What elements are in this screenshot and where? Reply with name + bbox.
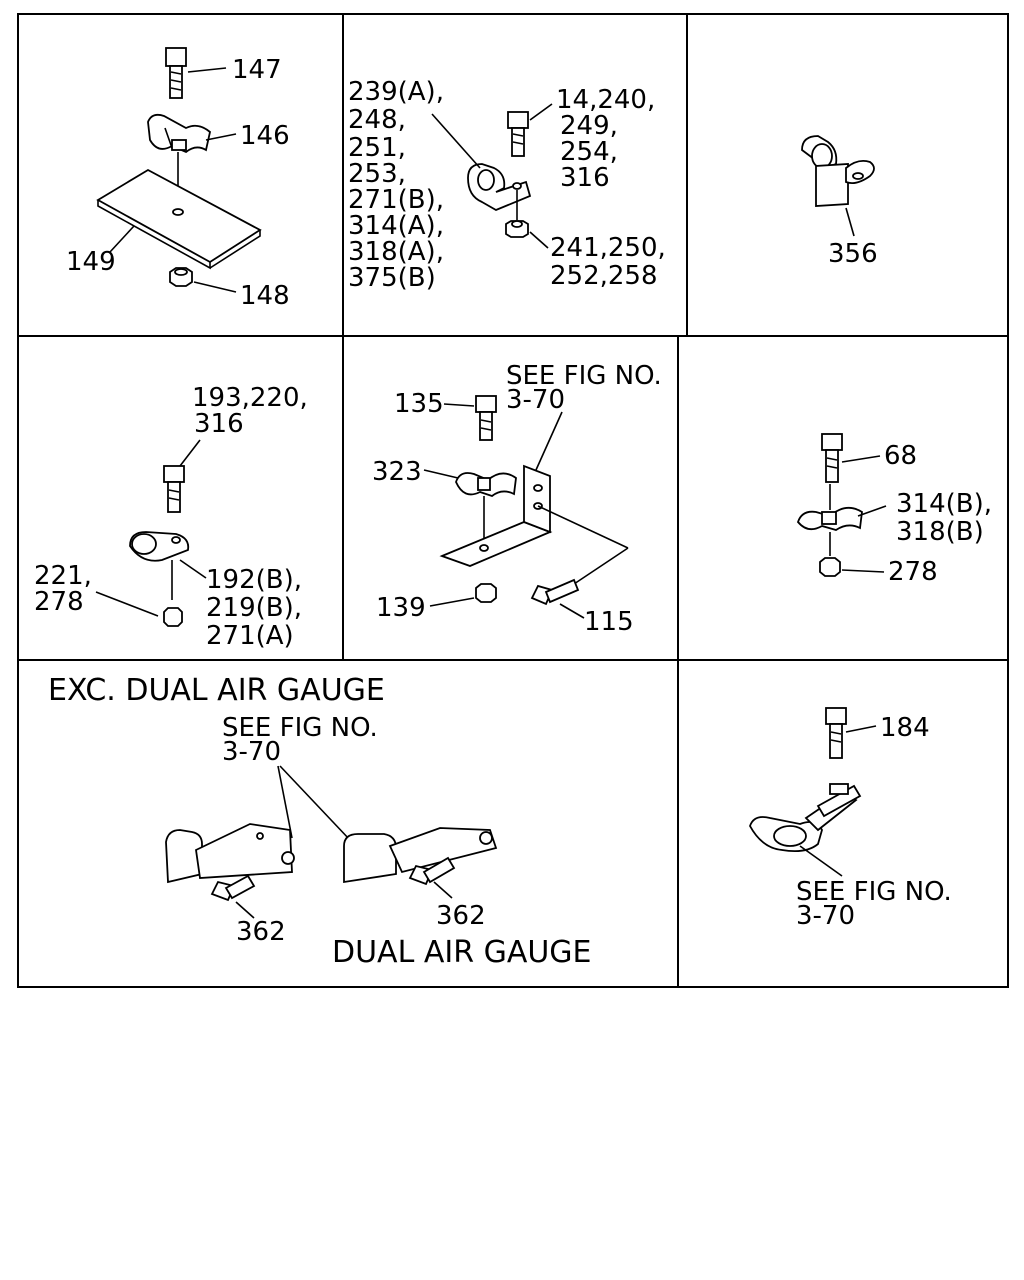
bolt-ref-4: 316 bbox=[560, 163, 610, 193]
panel-subtitle: DUAL AIR GAUGE bbox=[332, 935, 592, 970]
label-147: 147 bbox=[232, 55, 282, 85]
label-362-right: 362 bbox=[436, 901, 486, 931]
label-149: 149 bbox=[66, 247, 116, 277]
nut-ref-2: 252,258 bbox=[550, 261, 658, 291]
bolt-147-drawing bbox=[165, 47, 187, 99]
nut-278-drawing bbox=[819, 557, 841, 577]
panel-5: SEE FIG NO. 3-70 135 323 bbox=[372, 361, 662, 637]
clamp-ref-3: 271(A) bbox=[206, 621, 294, 651]
clamp-ref-2: 318(B) bbox=[896, 517, 984, 547]
see-fig-line-2: 3-70 bbox=[506, 385, 565, 415]
nut-139-drawing bbox=[475, 583, 497, 603]
label-146: 146 bbox=[240, 121, 290, 151]
label-362-left: 362 bbox=[236, 917, 286, 947]
nut-ref-2: 278 bbox=[34, 587, 84, 617]
bolt-ref-2: 316 bbox=[194, 409, 244, 439]
clamp-ref-6: 314(A), bbox=[348, 211, 444, 241]
clamp-323-drawing bbox=[455, 472, 517, 498]
bracket-left-drawing bbox=[165, 823, 295, 884]
label-323: 323 bbox=[372, 457, 422, 487]
nut-ref-1: 221, bbox=[34, 561, 92, 591]
label-139: 139 bbox=[376, 593, 426, 623]
clamp-refs-list: 239(A), 248, 251, 253, 271(B), 314(A), 3… bbox=[348, 77, 444, 293]
panel-title: EXC. DUAL AIR GAUGE bbox=[48, 673, 385, 708]
label-148: 148 bbox=[240, 281, 290, 311]
clamp-ref-4: 253, bbox=[348, 159, 406, 189]
clamp-ref-3: 251, bbox=[348, 133, 406, 163]
bolt-left-drawing bbox=[210, 874, 256, 902]
plate-149-drawing bbox=[96, 168, 262, 270]
bolt-184-drawing bbox=[825, 707, 847, 759]
nut-refs-list: 241,250, 252,258 bbox=[550, 233, 666, 291]
bolt-ref-3: 254, bbox=[560, 137, 618, 167]
clamp-146-drawing bbox=[147, 113, 211, 154]
panel-2: 239(A), 248, 251, 253, 271(B), 314(A), 3… bbox=[348, 77, 666, 293]
panel-8: 184 SEE FIG NO. 3-70 bbox=[749, 707, 952, 931]
label-115: 115 bbox=[584, 607, 634, 637]
nut-drawing bbox=[163, 607, 183, 627]
bolt-115-drawing bbox=[530, 578, 580, 606]
clamp-ref-1: 239(A), bbox=[348, 77, 444, 107]
panel-6: 68 314(B), 318(B) 278 bbox=[796, 433, 992, 587]
bolt-refs-list: 14,240, 249, 254, 316 bbox=[556, 85, 655, 193]
panel-7: EXC. DUAL AIR GAUGE SEE FIG NO. 3-70 362… bbox=[48, 673, 592, 970]
clamp-ref-7: 318(A), bbox=[348, 237, 444, 267]
label-356: 356 bbox=[828, 239, 878, 269]
clamp-drawing bbox=[467, 163, 532, 211]
bolt-ref-2: 249, bbox=[560, 111, 618, 141]
clamp-ref-1: 192(B), bbox=[206, 565, 302, 595]
label-278: 278 bbox=[888, 557, 938, 587]
see-fig-line-2: 3-70 bbox=[222, 737, 281, 767]
bolt-right-drawing bbox=[408, 856, 456, 886]
clamp-ref-2: 248, bbox=[348, 105, 406, 135]
nut-ref-1: 241,250, bbox=[550, 233, 666, 263]
clamp-drawing bbox=[129, 531, 190, 562]
bolt-drawing bbox=[507, 111, 529, 157]
panel-1: 147 146 149 148 bbox=[66, 47, 290, 311]
nut-drawing bbox=[505, 220, 529, 238]
clamp-drawing bbox=[796, 506, 863, 531]
bolt-135-drawing bbox=[475, 395, 497, 441]
clamp-ref-5: 271(B), bbox=[348, 185, 444, 215]
bolt-drawing bbox=[163, 465, 185, 513]
label-135: 135 bbox=[394, 389, 444, 419]
clip-356-drawing bbox=[801, 135, 875, 207]
nut-148-drawing bbox=[169, 267, 193, 287]
see-fig-line-1: SEE FIG NO. bbox=[506, 361, 662, 391]
bracket-right-drawing bbox=[343, 827, 498, 884]
panel-4: 193,220, 316 221, 278 192(B), 219(B), 27… bbox=[34, 383, 308, 651]
bolt-ref-1: 14,240, bbox=[556, 85, 655, 115]
see-fig-line-1: SEE FIG NO. bbox=[796, 877, 952, 907]
clamp-ref-8: 375(B) bbox=[348, 263, 436, 293]
label-68: 68 bbox=[884, 441, 917, 471]
clip-assembly-drawing bbox=[749, 783, 862, 853]
bolt-ref-1: 193,220, bbox=[192, 383, 308, 413]
see-fig-line-2: 3-70 bbox=[796, 901, 855, 931]
clamp-ref-2: 219(B), bbox=[206, 593, 302, 623]
label-184: 184 bbox=[880, 713, 930, 743]
bolt-68-drawing bbox=[821, 433, 843, 483]
bracket-drawing bbox=[439, 464, 553, 567]
see-fig-line-1: SEE FIG NO. bbox=[222, 713, 378, 743]
panel-3: 356 bbox=[801, 135, 878, 269]
clamp-ref-1: 314(B), bbox=[896, 489, 992, 519]
panel-grid bbox=[17, 13, 1009, 988]
